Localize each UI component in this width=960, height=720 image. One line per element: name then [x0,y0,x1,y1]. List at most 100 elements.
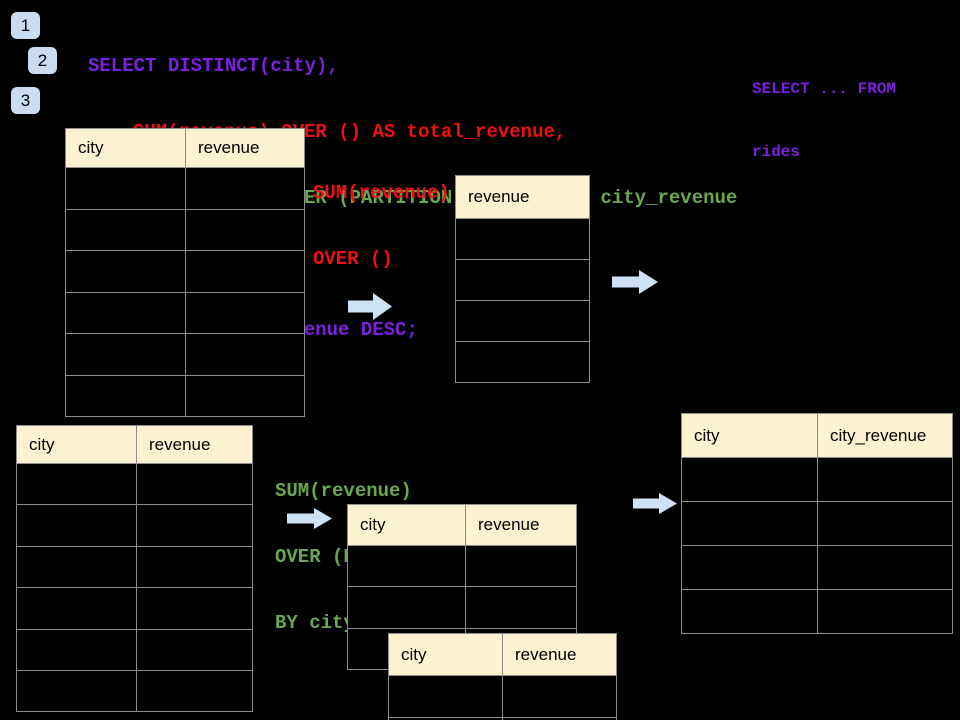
table-row [681,457,952,501]
column-header: city_revenue [817,413,952,457]
table-cell [502,675,616,717]
table-cell [136,628,252,670]
table-cell [681,589,817,633]
table-cell [817,589,952,633]
table-cell [65,291,185,333]
table-cell [465,545,576,587]
table-row [455,259,589,300]
table-cell [65,167,185,209]
sql-line-select: SELECT DISTINCT(city), [88,55,339,77]
table-cell [185,250,304,292]
table-cell [136,463,252,505]
table-row [16,587,252,629]
table-cell [16,545,136,588]
table-cell [455,300,589,341]
table-row [681,501,952,545]
table-cell [16,587,136,629]
step-badge-2: 2 [28,47,57,74]
table-cell [347,586,465,628]
table-row [16,669,252,712]
table-cell [347,627,465,670]
right-arrow-icon [612,270,658,294]
column-header: city [388,633,502,675]
table-cell [388,717,502,720]
table-row [347,586,576,628]
table-cell [455,218,589,259]
table-cell [502,717,616,720]
table-cell [65,374,185,416]
right-arrow-icon [287,508,332,529]
total-revenue-annotation: SUM(revenue) OVER () [313,138,450,314]
table-row [347,545,576,587]
step-badge-1: 1 [11,12,40,39]
table-cell [136,669,252,712]
table-row [681,589,952,633]
annotation-line: SUM(revenue) [313,182,450,204]
table-cell [185,167,304,209]
table-header-row: revenue [455,175,589,218]
table-cell [681,501,817,545]
column-header: revenue [185,128,304,167]
column-header: city [681,413,817,457]
table-cell [455,259,589,300]
corner-note-line-2: rides [752,143,801,161]
table-row [388,675,616,717]
corner-note: SELECT ... FROM rides [752,37,896,205]
column-header: revenue [502,633,616,675]
table-row [65,167,304,209]
table-cell [817,545,952,589]
table-cell [16,628,136,670]
table-cell [185,374,304,416]
table-cell [136,545,252,588]
table-cell [136,504,252,546]
column-header: city [16,425,136,463]
table-row [16,628,252,670]
table-cell [185,208,304,250]
step-badge-3: 3 [11,87,40,114]
corner-note-line-1: SELECT ... FROM [752,80,897,98]
table-row [16,504,252,546]
column-header: city [347,504,465,545]
table-cell [65,333,185,375]
table-cell [817,457,952,501]
table-cell [681,457,817,501]
column-header: revenue [136,425,252,463]
table-row [455,300,589,341]
table-cell [136,587,252,629]
table-cell [681,545,817,589]
right-arrow-icon [633,493,677,514]
table-row [65,250,304,292]
table-cell [465,586,576,628]
table-cell [16,669,136,712]
table-cell [455,341,589,382]
table-cell [185,333,304,375]
annotation-line: OVER () [313,248,393,270]
table-cell [347,545,465,587]
table-row [65,208,304,250]
table-row [16,545,252,588]
table-row [65,374,304,416]
table-cell [16,463,136,505]
table-row [388,717,616,720]
column-header: revenue [465,504,576,545]
column-header: revenue [455,175,589,218]
table-row [455,341,589,382]
table-row [16,463,252,505]
table-cell [388,675,502,717]
column-header: city [65,128,185,167]
annotation-line: SUM(revenue) [275,480,412,502]
table-total-revenue-result: revenue [455,175,590,383]
table-row [65,333,304,375]
table-row [455,218,589,259]
table-row [681,545,952,589]
